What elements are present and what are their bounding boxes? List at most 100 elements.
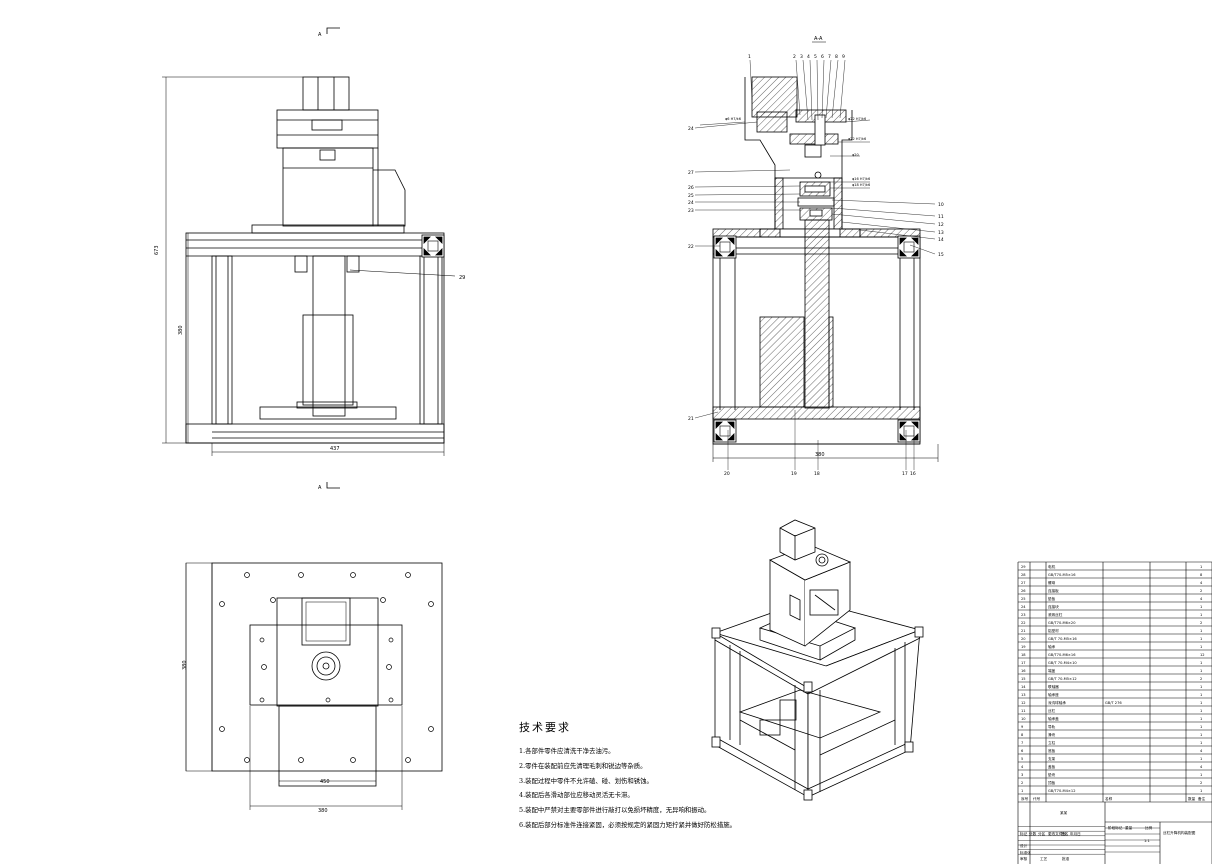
bom-row-name: 轴承盖 <box>1048 716 1059 721</box>
svg-text:8: 8 <box>835 54 838 60</box>
bom-row-no: 10 <box>1021 717 1026 721</box>
bom-row-no: 5 <box>1021 757 1023 761</box>
svg-text:673: 673 <box>154 245 160 255</box>
bom-row-qty: 1 <box>1200 693 1202 697</box>
bom-row-name: 铝型材 <box>1048 628 1059 633</box>
bom-row-qty: 2 <box>1200 781 1202 785</box>
bom-row-name: GB/T70-M6×16 <box>1048 653 1076 657</box>
bom-row-qty: 1 <box>1200 637 1202 641</box>
section-view: A-A <box>688 36 944 477</box>
tech-req-item: 3.装配过程中零件不允许磕、碰、划伤和锈蚀。 <box>519 776 653 785</box>
bom-row-name: 连接板 <box>1048 588 1059 593</box>
bom-row-no: 27 <box>1021 581 1026 585</box>
bom-row-name: 支架 <box>1048 756 1056 761</box>
bom-row-no: 6 <box>1021 749 1024 753</box>
bom-row-name: GB/T 70-M4×10 <box>1048 661 1077 665</box>
bom-row-name: 轴承座 <box>1048 692 1059 697</box>
svg-text:5: 5 <box>814 54 817 60</box>
tech-req-item: 4.装配后各滑动部位应移动灵活无卡滞。 <box>519 791 634 800</box>
title-block-label: 审核 <box>1020 856 1028 861</box>
svg-text:380: 380 <box>815 452 825 458</box>
bom-row-no: 2 <box>1021 781 1023 785</box>
bom-row-qty: 4 <box>1200 597 1203 601</box>
bom-row-no: 29 <box>1021 565 1026 569</box>
bom-row-no: 1 <box>1021 789 1023 793</box>
balloons-left: 24 27 26 25 24 23 22 21 <box>688 121 801 422</box>
plan-view: 450 380 380 <box>182 562 443 814</box>
bom-row-qty: 1 <box>1200 741 1202 745</box>
bom-row-qty: 12 <box>1200 653 1205 657</box>
bom-row-name: GB/T70-M6×20 <box>1048 621 1076 625</box>
svg-text:22: 22 <box>688 244 694 250</box>
svg-text:7: 7 <box>828 54 831 60</box>
title-block-scale: 1:1 <box>1144 839 1150 843</box>
bom-row-no: 16 <box>1021 669 1026 673</box>
bom-row-name: 立柱 <box>1048 740 1056 745</box>
bom-row-no: 9 <box>1021 725 1024 729</box>
tech-req-item: 5.装配中严禁对主要零部件进行敲打以免损坏精度，无异响和振动。 <box>519 806 711 815</box>
svg-text:A: A <box>318 32 322 38</box>
bom-row-no: 23 <box>1021 613 1026 617</box>
bom-row-no: 13 <box>1021 693 1026 697</box>
bom-row-name: 滑块 <box>1048 732 1056 737</box>
title-block-label: 更改文件号 <box>1048 831 1066 836</box>
bom-row-no: 22 <box>1021 621 1026 625</box>
bom-row-qty: 1 <box>1200 685 1202 689</box>
bom-row-no: 28 <box>1021 573 1026 577</box>
bom-row-qty: 4 <box>1200 581 1203 585</box>
bom-row-name: 顶板 <box>1048 780 1056 785</box>
title-block-label: 重量 <box>1125 825 1133 830</box>
svg-text:380: 380 <box>178 325 184 335</box>
bom-row-qty: 1 <box>1200 565 1202 569</box>
svg-text:10: 10 <box>938 202 944 208</box>
svg-text:6: 6 <box>821 54 824 60</box>
svg-text:24: 24 <box>688 200 694 206</box>
bom-header-note: 备注 <box>1198 796 1206 801</box>
isometric-view <box>711 519 924 801</box>
fit-annotations: φ6 H7/k6 φ22 H7/k6 φ22 H7/k6 φ20 φ16 H7/… <box>699 117 870 189</box>
balloons-bottom: 20 19 18 17 16 <box>724 410 916 477</box>
bom-row-qty: 1 <box>1200 701 1202 705</box>
bom-row-no: 15 <box>1021 677 1026 681</box>
bom-row-name: 端盖 <box>1048 668 1056 673</box>
bom-row-no: 20 <box>1021 637 1026 641</box>
svg-text:φ16 H7/k6: φ16 H7/k6 <box>852 177 870 181</box>
svg-text:2: 2 <box>793 54 796 60</box>
bom-row-no: 7 <box>1021 741 1023 745</box>
title-block-label: 分区 <box>1038 831 1046 836</box>
svg-text:25: 25 <box>688 193 694 199</box>
title-block-drawing-title: 丝杠升降机构装配图 <box>1163 830 1196 835</box>
bom-row-no: 8 <box>1021 733 1024 737</box>
svg-text:437: 437 <box>330 446 340 452</box>
bom-row-no: 17 <box>1021 661 1026 665</box>
bom-row-name: 底板 <box>1048 748 1056 753</box>
svg-text:φ22 H7/k6: φ22 H7/k6 <box>848 137 866 141</box>
bom-row-qty: 1 <box>1200 725 1202 729</box>
svg-text:18: 18 <box>814 471 820 477</box>
bom-row-no: 19 <box>1021 645 1026 649</box>
bom-row-qty: 1 <box>1200 789 1202 793</box>
bom-row-no: 14 <box>1021 685 1026 689</box>
title-block-label: 标记 <box>1020 831 1028 836</box>
tech-req-item: 6.装配后部分标准件连接紧固，必须按规定的紧固力矩拧紧并做好防松措施。 <box>519 820 736 829</box>
bom-row-qty: 2 <box>1200 621 1202 625</box>
svg-text:29: 29 <box>459 275 465 281</box>
svg-text:φ6 H7/k6: φ6 H7/k6 <box>725 117 741 121</box>
bom-row-no: 12 <box>1021 701 1026 705</box>
bom-row-name: 垫板 <box>1048 596 1056 601</box>
bom-header-no: 序号 <box>1021 796 1029 801</box>
svg-text:15: 15 <box>938 252 944 258</box>
bom-row-qty: 4 <box>1200 749 1203 753</box>
bom-row-no: 25 <box>1021 597 1026 601</box>
bom-row-name: GB/T 70-M5×16 <box>1048 637 1077 641</box>
svg-text:14: 14 <box>938 237 944 243</box>
title-block-label: 工艺 <box>1040 856 1048 861</box>
bom-row-no: 3 <box>1021 773 1023 777</box>
bom-row-name: 连接块 <box>1048 604 1059 609</box>
bom-row-name: 深沟球轴承 <box>1048 700 1066 705</box>
svg-text:11: 11 <box>938 214 944 220</box>
bom-row-spec: GB/T 276 <box>1105 701 1122 705</box>
bom-row-qty: 1 <box>1200 733 1202 737</box>
title-block-label: 比例 <box>1145 825 1153 830</box>
tech-req-item: 1.各部件零件应清洗干净去油污。 <box>519 747 615 755</box>
